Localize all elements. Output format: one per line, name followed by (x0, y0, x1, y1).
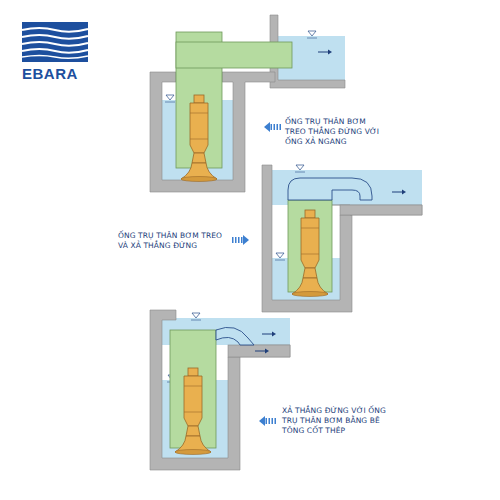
installation-label: ỐNG TRỤ THÂN BƠM TREO VÀ XẢ THẲNG ĐỨNG (118, 231, 226, 251)
installation-label: XẢ THẲNG ĐỨNG VỚI ỐNG TRỤ THÂN BƠM BẰNG … (282, 406, 386, 435)
pointer-arrow (232, 122, 281, 426)
installation-2 (262, 165, 422, 312)
installation-label: ỐNG TRỤ THÂN BƠM TREO THẲNG ĐỨNG VỚI ỐNG… (285, 117, 385, 146)
installation-1 (150, 15, 345, 192)
logo-mark (22, 22, 88, 62)
brand-logo-text: EBARA (22, 66, 92, 81)
installation-3 (150, 310, 290, 470)
